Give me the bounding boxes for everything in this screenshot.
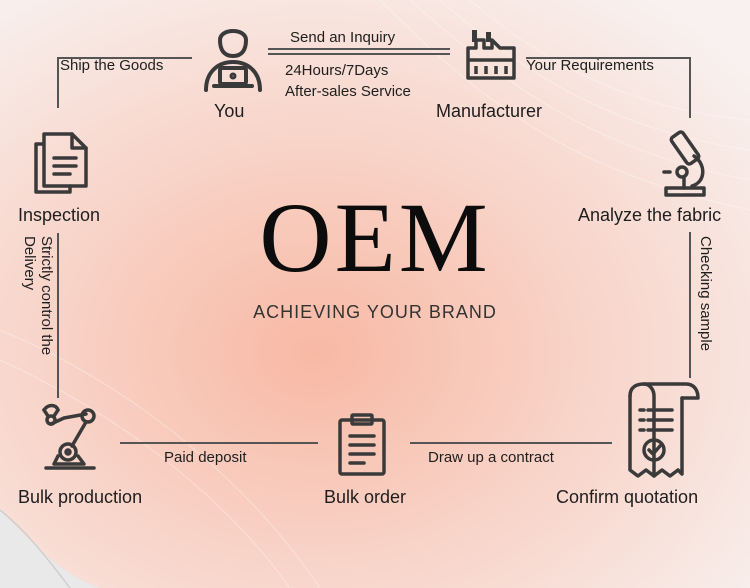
edge-after-sales-label: After-sales Service	[285, 83, 411, 100]
node-bulk-order-label: Bulk order	[324, 487, 407, 507]
receipt-check-icon	[628, 382, 700, 478]
node-you-label: You	[214, 101, 245, 121]
page-curl	[0, 510, 100, 588]
document-copy-icon	[34, 132, 88, 194]
node-analyze-label: Analyze the fabric	[578, 205, 722, 225]
microscope-icon	[662, 130, 706, 197]
edge-ship-goods-label: Ship the Goods	[60, 57, 164, 74]
clipboard-icon	[338, 413, 386, 476]
edge-checking-sample-label: Checking sample	[697, 236, 714, 351]
node-bulk-production-label: Bulk production	[18, 487, 143, 507]
edge-draw-contract-label: Draw up a contract	[428, 449, 554, 466]
person-laptop-icon	[204, 29, 262, 92]
node-inspection-label: Inspection	[18, 205, 101, 225]
node-manufacturer-label: Manufacturer	[436, 101, 543, 121]
node-confirm-label: Confirm quotation	[556, 487, 699, 507]
strictly-control-line2: Delivery	[21, 236, 39, 291]
page-title: OEM	[259, 182, 491, 293]
edge-paid-deposit-label: Paid deposit	[164, 449, 247, 466]
edge-send-inquiry-label: Send an Inquiry	[290, 29, 396, 46]
edge-strictly-control-label: Strictly control the Delivery	[21, 236, 56, 356]
checking-sample-text: Checking sample	[697, 236, 714, 352]
factory-icon	[466, 30, 516, 80]
page-subtitle: ACHIEVING YOUR BRAND	[253, 302, 497, 322]
strictly-control-line1: Strictly control the	[38, 236, 55, 356]
edge-your-requirements-label: Your Requirements	[526, 57, 654, 74]
robot-arm-icon	[42, 403, 96, 470]
edge-hours-label: 24Hours/7Days	[285, 62, 389, 79]
